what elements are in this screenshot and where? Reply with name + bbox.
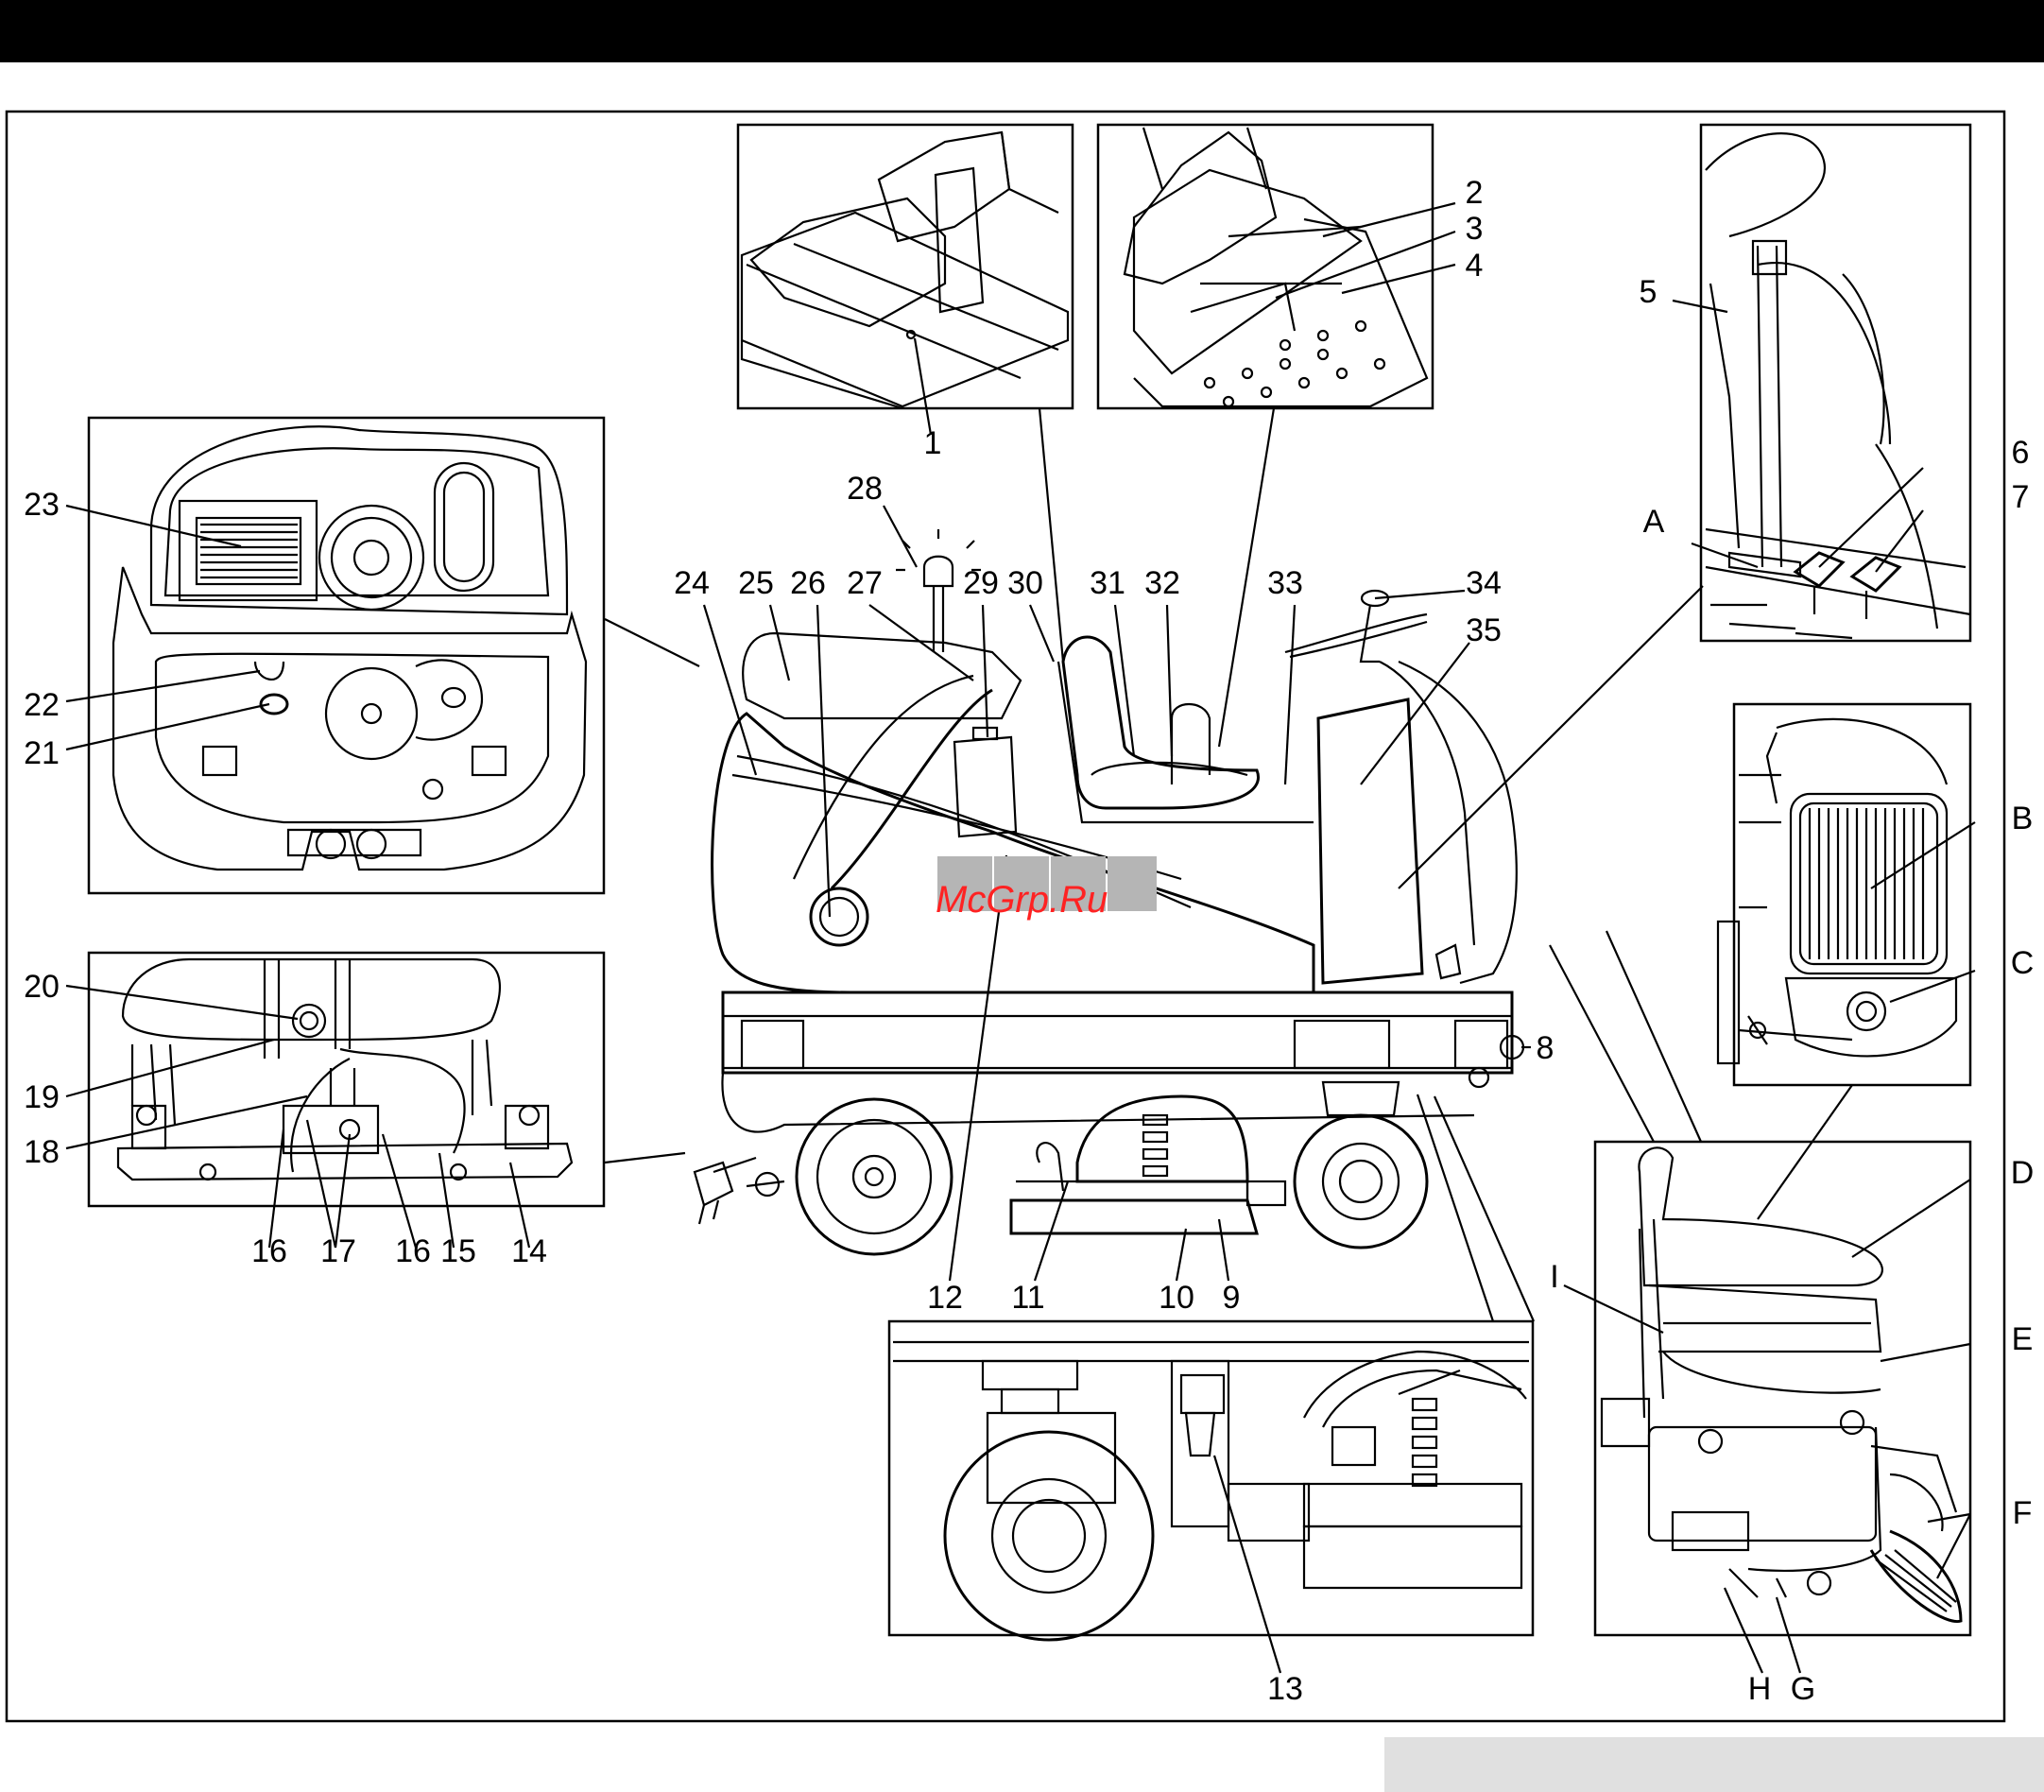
label-31: 31 xyxy=(1090,565,1125,601)
label-17: 17 xyxy=(320,1233,356,1269)
label-2: 2 xyxy=(1466,175,1484,211)
label-D: D xyxy=(2011,1155,2035,1191)
label-27: 27 xyxy=(847,565,883,601)
label-26: 26 xyxy=(790,565,826,601)
label-24: 24 xyxy=(674,565,710,601)
label-C: C xyxy=(2011,945,2035,981)
label-9: 9 xyxy=(1223,1280,1241,1316)
label-G: G xyxy=(1791,1671,1815,1707)
label-34: 34 xyxy=(1466,565,1502,601)
label-6: 6 xyxy=(2012,435,2030,471)
watermark-text: McGrp.Ru xyxy=(936,879,1108,921)
label-8: 8 xyxy=(1537,1030,1554,1066)
label-15: 15 xyxy=(440,1233,476,1269)
inset-seat-open xyxy=(1098,125,1433,408)
label-25: 25 xyxy=(738,565,774,601)
label-3: 3 xyxy=(1466,211,1484,247)
inset-pedals xyxy=(1701,125,1970,641)
watermark: McGrp.Ru xyxy=(936,856,1157,921)
label-18: 18 xyxy=(24,1134,60,1170)
label-10: 10 xyxy=(1159,1280,1194,1316)
label-12: 12 xyxy=(927,1280,963,1316)
label-19: 19 xyxy=(24,1079,60,1115)
label-A: A xyxy=(1643,504,1665,540)
label-7: 7 xyxy=(2012,479,2030,515)
label-13: 13 xyxy=(1267,1671,1303,1707)
label-28: 28 xyxy=(847,471,883,507)
label-H: H xyxy=(1748,1671,1772,1707)
inset-seat-closed xyxy=(738,125,1073,408)
label-11: 11 xyxy=(1011,1280,1044,1316)
label-5: 5 xyxy=(1640,274,1658,310)
label-21: 21 xyxy=(24,735,60,771)
label-33: 33 xyxy=(1267,565,1303,601)
label-1: 1 xyxy=(924,425,942,461)
label-4: 4 xyxy=(1466,248,1484,284)
label-29: 29 xyxy=(963,565,999,601)
label-23: 23 xyxy=(24,487,60,523)
label-32: 32 xyxy=(1144,565,1180,601)
label-35: 35 xyxy=(1466,612,1502,648)
label-I: I xyxy=(1550,1259,1558,1295)
label-16b: 16 xyxy=(395,1233,431,1269)
label-20: 20 xyxy=(24,969,60,1005)
label-E: E xyxy=(2012,1321,2034,1357)
label-14: 14 xyxy=(511,1233,547,1269)
label-16a: 16 xyxy=(251,1233,287,1269)
label-F: F xyxy=(2013,1495,2033,1531)
label-22: 22 xyxy=(24,687,60,723)
label-30: 30 xyxy=(1007,565,1043,601)
label-B: B xyxy=(2012,801,2034,836)
